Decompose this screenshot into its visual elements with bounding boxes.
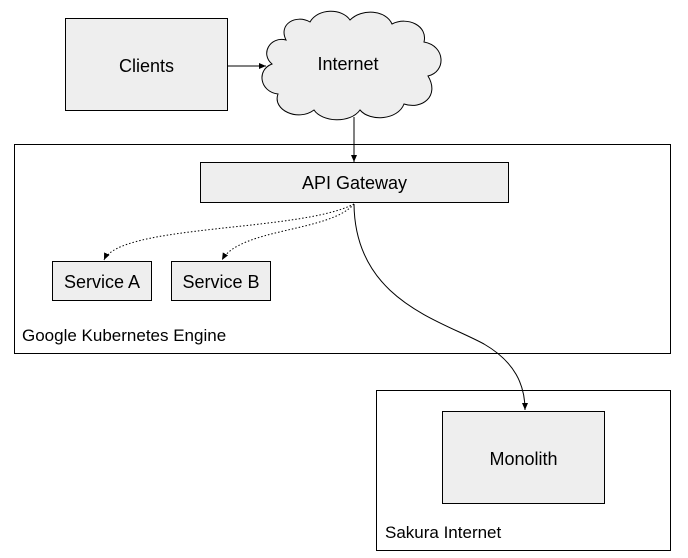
edge-api-gateway-service-b [221,203,355,261]
clients-node: Clients [65,18,228,111]
api-gateway-node: API Gateway [200,162,509,203]
service-b-label: Service B [182,272,259,292]
sakura-container-label: Sakura Internet [385,523,502,542]
edge-api-gateway-monolith [353,203,528,411]
service-a-label: Service A [64,272,140,292]
internet-node: Internet [261,10,442,121]
internet-label: Internet [317,54,378,74]
api-gateway-label: API Gateway [302,173,407,193]
monolith-label: Monolith [489,449,557,469]
gke-container-label: Google Kubernetes Engine [22,326,226,345]
clients-label: Clients [119,56,174,76]
cloud-icon [261,10,442,121]
service-a-node: Service A [52,261,152,301]
service-b-node: Service B [171,261,271,301]
monolith-node: Monolith [442,411,605,504]
